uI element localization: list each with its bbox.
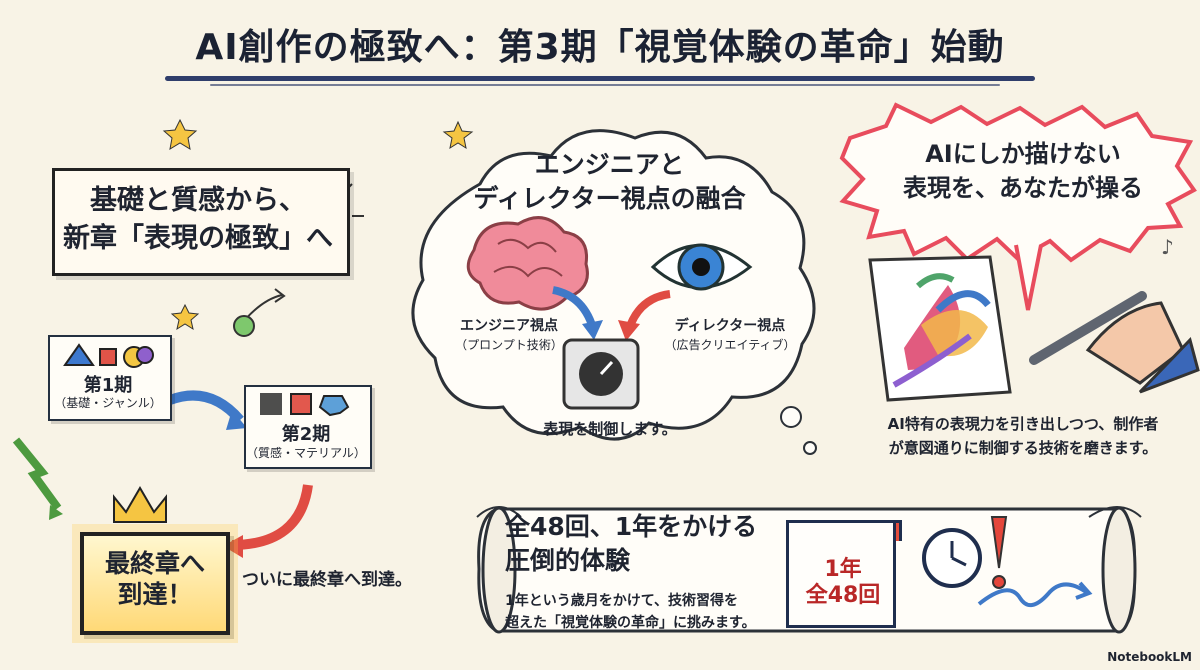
scroll-body-line2: 超えた「視覚体験の革命」に挑みます。 [505,615,756,631]
right-description-line2: が意図通りに制御する技術を磨きます。 [888,439,1158,457]
calendar-text-line1: 1年 [824,557,862,582]
scroll-body-line1: 1年という歳月をかけて、技術習得を [505,593,739,609]
cloud-heading-line1: エンジニアと [534,150,685,179]
final-goal-line2: 到達！ [117,580,193,609]
left-board-line1: 基礎と質感から、 [90,185,306,216]
calendar-text-line2: 全48回 [805,583,881,608]
control-text: 表現を制御します。 [543,420,677,438]
page-title: AI創作の極致へ：第3期「視覚体験の革命」始動 [195,27,1005,68]
final-goal-line1: 最終章へ [104,549,205,578]
speech-bubble-text: AIにしか描けない 表現を、あなたが操る [864,137,1182,205]
engineer-label: エンジニア視点 [460,318,558,334]
brain-icon [466,216,589,311]
hand-pen-icon [1029,291,1200,394]
zigzag-arrow-icon [12,437,62,511]
director-label: ディレクター視点 [674,318,786,334]
brand-label: NotebookLM [1107,650,1192,664]
crown-icon [113,486,167,523]
director-sublabel: （広告クリエイティブ） [664,338,796,352]
exclamation-icon [990,516,1008,589]
star-icon [162,118,198,150]
scroll-heading-line2: 圧倒的体験 [505,546,631,575]
speech-line1: AIにしか描けない [925,140,1121,168]
star-icon [442,120,474,150]
left-board [52,168,350,276]
left-board-text: 基礎と質感から、 新章「表現の極致」へ [62,182,334,258]
cloud-svg [411,120,817,455]
scroll-heading-line1: 全48回、1年をかける [505,512,758,541]
cloud-heading: エンジニアと ディレクター視点の融合 [442,148,777,216]
right-description-line1: AI特有の表現力を引き出しつつ、制作者 [887,415,1159,433]
swirl-arrow-icon [977,582,1088,607]
arrow-to-phase2-icon [168,390,244,424]
speech-burst [839,102,1197,263]
eye-icon [650,243,753,291]
final-goal-text: 最終章へ 到達！ [80,548,230,610]
phase2-subtitle: （質感・マテリアル） [246,446,366,460]
clock-icon [922,528,982,588]
right-decor-svg: ♪ [839,102,1200,402]
phase1-subtitle: （基礎・ジャンル） [54,396,162,410]
scroll-heading: 全48回、1年をかける 圧倒的体験 [505,510,805,578]
speech-line2: 表現を、あなたが操る [903,174,1143,202]
final-goal-box [80,532,230,635]
final-note: ついに最終章へ到達。 [242,570,412,590]
right-description: AI特有の表現力を引き出しつつ、制作者 が意図通りに制御する技術を磨きます。 [862,412,1184,460]
shapes-icon [63,343,154,368]
sphere-icon [233,315,255,337]
title-underline-secondary [210,84,1000,86]
phase1-title: 第1期 [83,375,133,396]
scroll-decor-svg [922,516,1093,607]
engineer-sublabel: （プロンプト技術） [455,338,563,352]
title-underline [165,76,1035,81]
left-board-line2: 新章「表現の極致」へ [63,223,333,254]
arrow-to-goal-icon [231,484,313,550]
dial-icon [562,338,640,410]
calendar-icon [786,520,896,628]
calendar-text: 1年 全48回 [800,557,886,609]
canvas-icon [868,255,1012,402]
cloud-heading-line2: ディレクター視点の融合 [473,184,746,213]
phase2-title: 第2期 [281,424,331,445]
star-icon [170,303,200,331]
music-note-icon: ♪ [1161,235,1174,259]
texture-icons [260,393,350,417]
scroll-body: 1年という歳月をかけて、技術習得を 超えた「視覚体験の革命」に挑みます。 [505,590,805,634]
